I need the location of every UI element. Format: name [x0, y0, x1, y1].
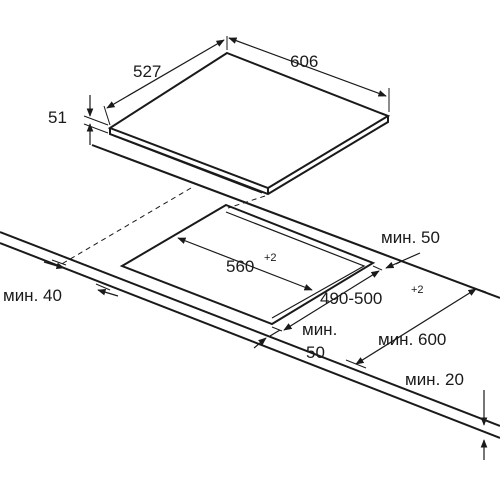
left-clearance-dimension [43, 259, 119, 297]
cutout-depth-label: 490-500 [320, 289, 382, 308]
hob-width-dimension [228, 37, 390, 112]
hob-depth-label: 527 [133, 62, 161, 81]
side-wall-clearance-label: мин. 600 [378, 330, 446, 349]
cutout-depth-dimension [271, 265, 383, 332]
hob-height-label: 51 [48, 108, 67, 127]
side-wall-dimension [345, 285, 487, 369]
projection-lines [59, 187, 266, 266]
back-clearance-label: мин. 50 [381, 228, 440, 247]
cutout-depth-tolerance: +2 [411, 284, 424, 296]
worktop [0, 144, 500, 439]
front-clearance-dimension [253, 329, 281, 349]
hob-depth-dimension [103, 36, 228, 126]
worktop-thickness-label: мин. 20 [405, 370, 464, 389]
back-clearance-dimension [385, 252, 421, 269]
cutout-width-label: 560 [226, 257, 254, 276]
front-clearance-label-line1: мин. [302, 320, 337, 339]
front-clearance-label-line2: 50 [306, 343, 325, 362]
hob-width-label: 606 [290, 52, 318, 71]
left-clearance-label: мин. 40 [3, 286, 62, 305]
cutout-width-tolerance: +2 [264, 252, 277, 264]
hob-height-dimension [83, 95, 109, 145]
